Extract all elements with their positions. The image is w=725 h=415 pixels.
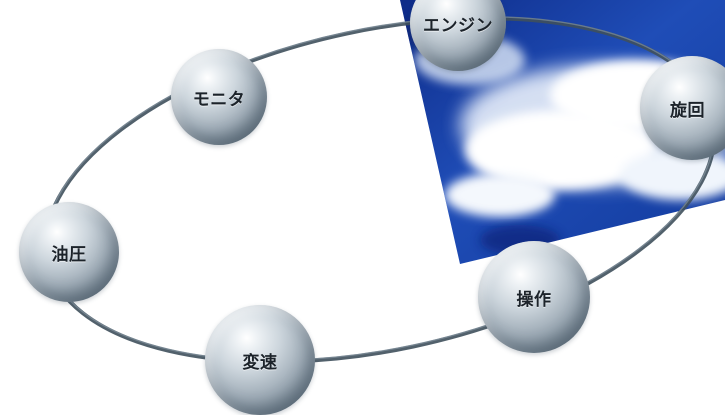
node-operation-label: 操作	[516, 289, 552, 310]
node-transmission-label: 変速	[242, 352, 278, 373]
node-monitor-label: モニタ	[192, 89, 246, 110]
node-slewing: 旋回	[640, 56, 725, 160]
node-hydraulic-label: 油圧	[51, 244, 87, 265]
node-hydraulic: 油圧	[19, 202, 119, 302]
node-engine-label: エンジン	[423, 15, 493, 36]
node-slewing-label: 旋回	[670, 100, 705, 121]
node-monitor: モニタ	[171, 49, 267, 145]
node-operation: 操作	[478, 241, 590, 353]
node-transmission: 変速	[205, 305, 315, 415]
